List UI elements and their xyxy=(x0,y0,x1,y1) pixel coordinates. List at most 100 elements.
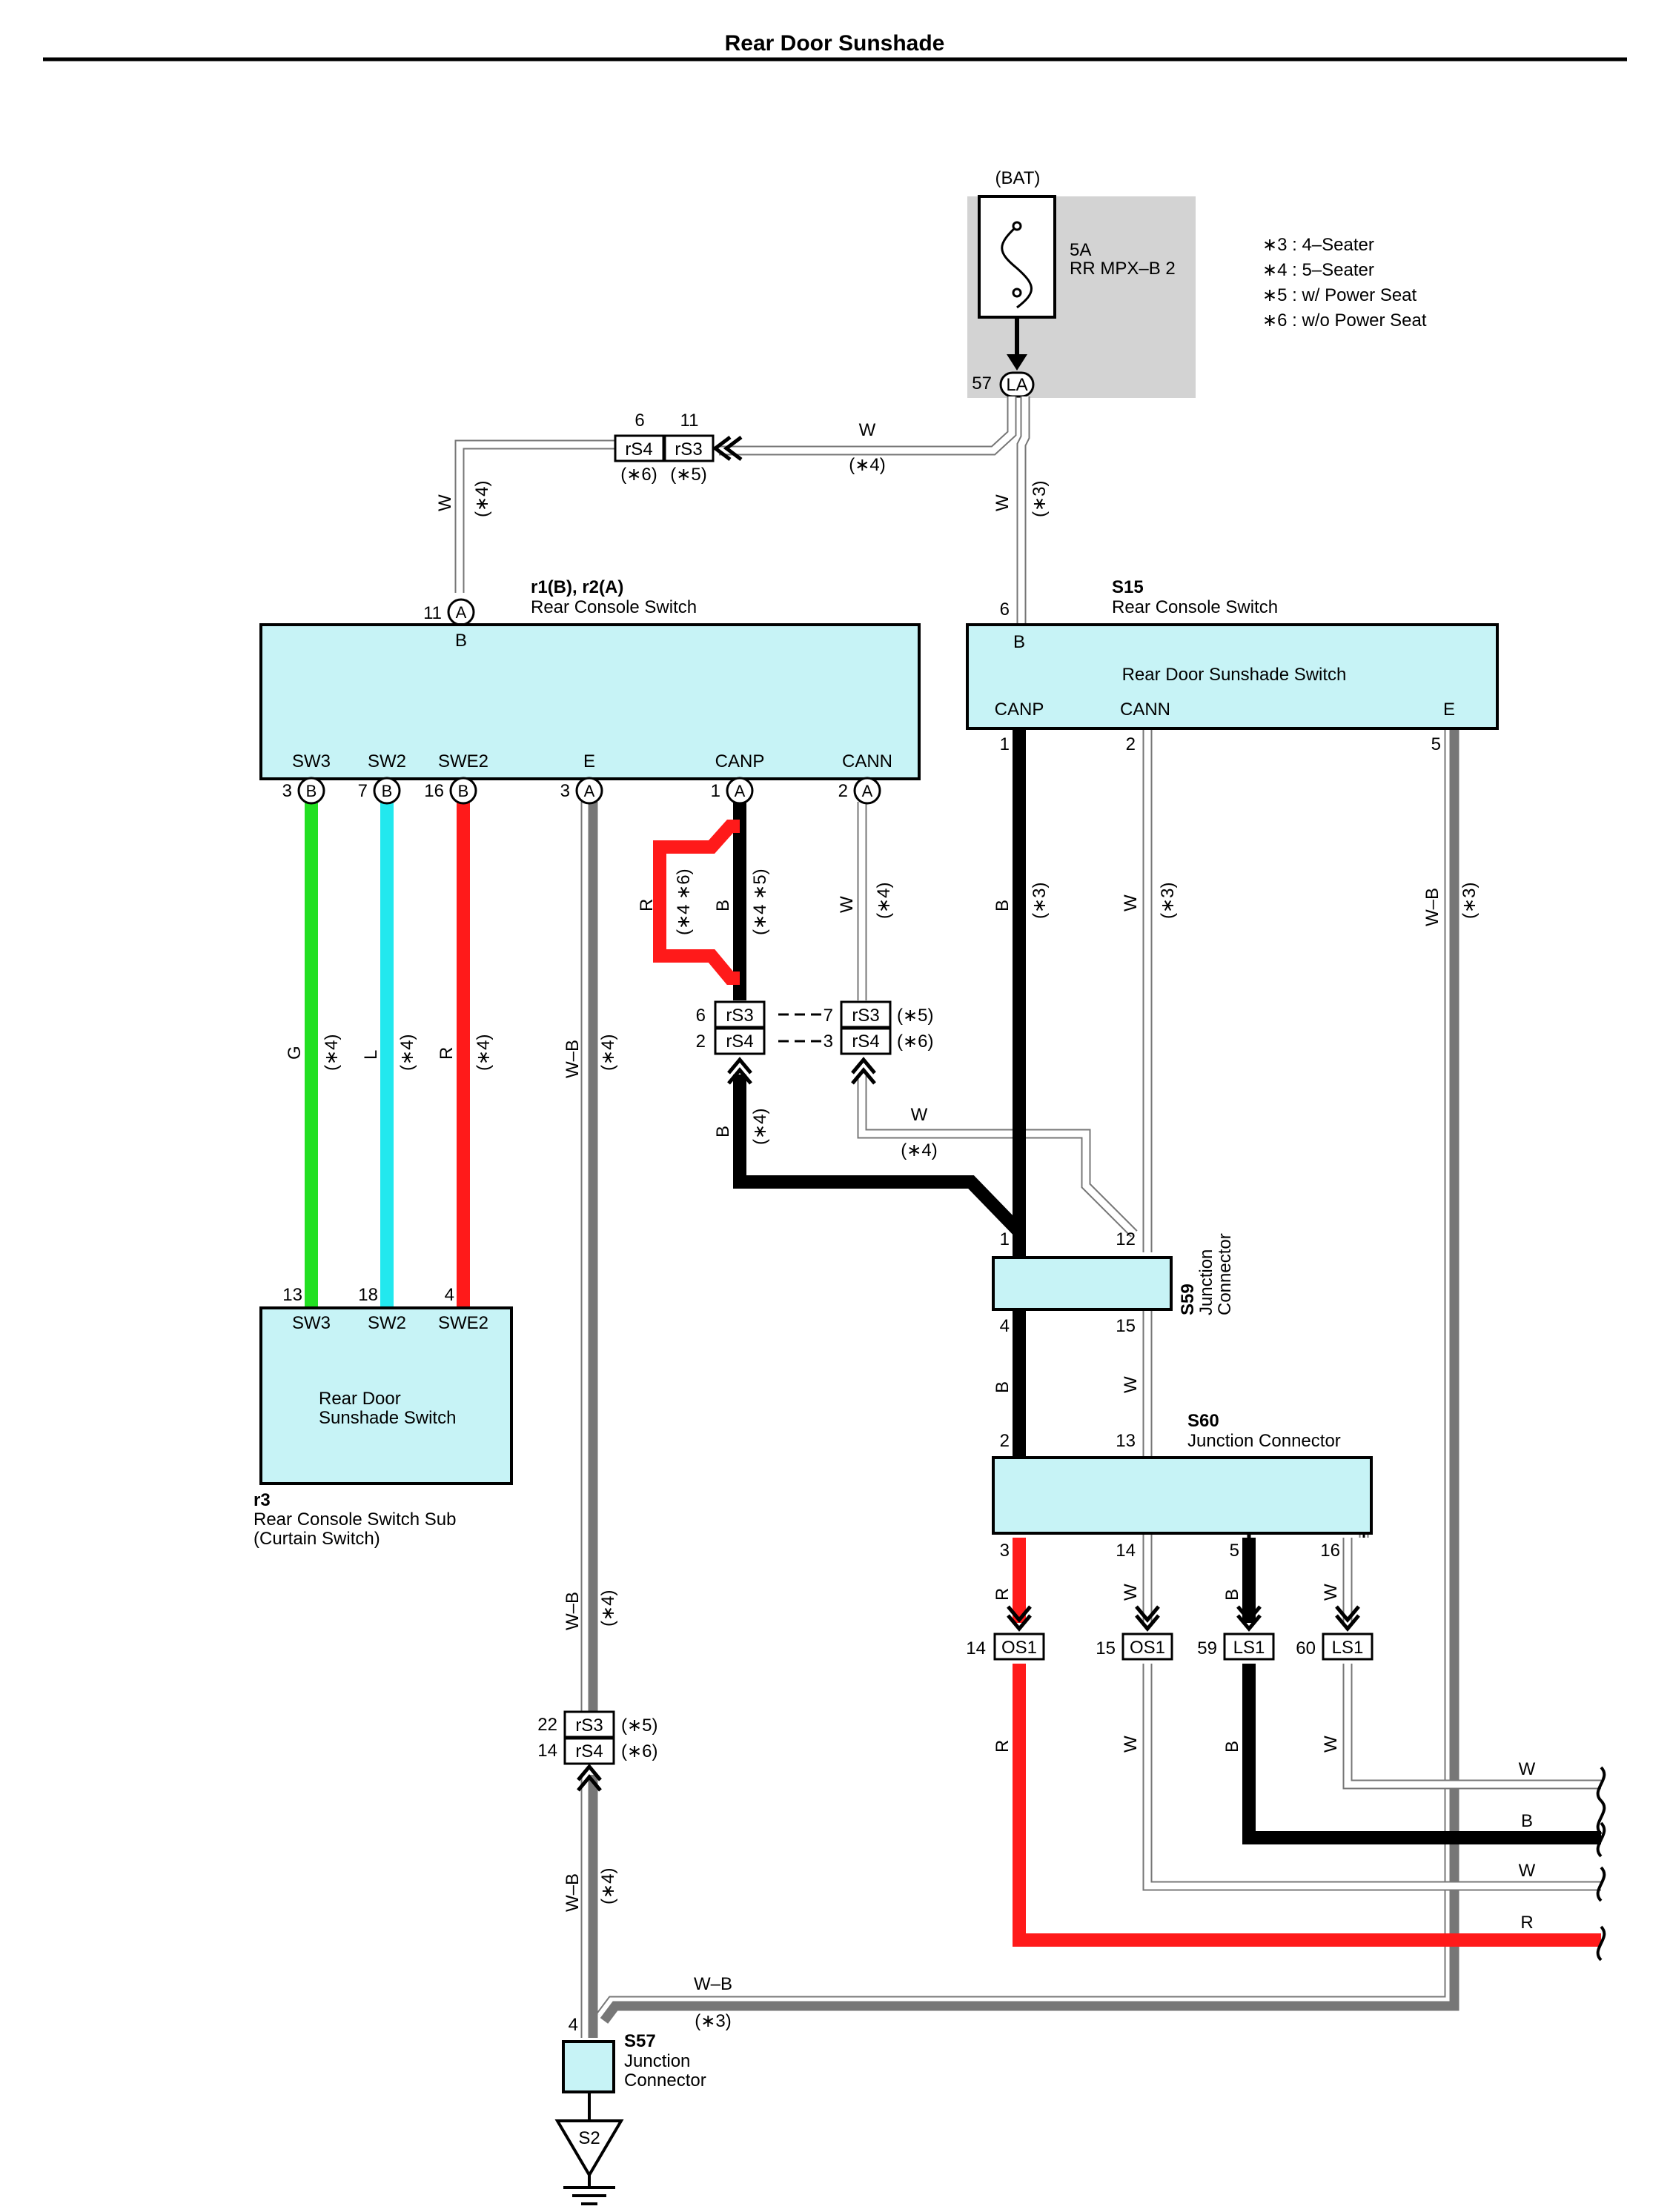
r1-pin-label-e: E xyxy=(583,751,595,771)
s15-pin-num-1: 1 xyxy=(1000,734,1010,754)
lbl-os1-w: W xyxy=(1121,1736,1141,1753)
lbl-s60-r: R xyxy=(993,1588,1013,1601)
mid-right-pin-2: 3 xyxy=(824,1032,833,1052)
r1-body xyxy=(259,623,921,780)
lbl-wb-3-n4: (∗4) xyxy=(598,1868,618,1904)
low-note-1: (∗5) xyxy=(621,1716,657,1736)
lbl-g-n4: (∗4) xyxy=(322,1034,342,1071)
lbl-ls1-w: W xyxy=(1321,1736,1341,1753)
colored-wires xyxy=(305,730,1601,1947)
ls1-b-box xyxy=(1322,1633,1374,1661)
lbl-top-n4: (∗4) xyxy=(849,455,885,475)
r3-rear-console-switch-sub: 13 18 4 SW3 SW2 SWE2 Rear Door Sunshade … xyxy=(254,1285,513,1549)
top-rs3-pin: 11 xyxy=(680,411,699,431)
mid-right-rs4-label: rS4 xyxy=(852,1032,879,1052)
top-rs4-rs3-connector: 6 11 rS4 rS3 (∗6) (∗5) xyxy=(614,411,743,485)
lbl-loop-r: R xyxy=(637,899,657,911)
mid-right-chevron-icon xyxy=(851,1057,876,1085)
s59-name1: Junction xyxy=(1196,1249,1216,1315)
lbl-os1-r: R xyxy=(993,1740,1013,1753)
r1-conn-1 xyxy=(297,777,325,805)
s15-inner: Rear Door Sunshade Switch xyxy=(1122,665,1347,685)
lbl-left-n4: (∗4) xyxy=(472,481,492,517)
top-note-6: (∗6) xyxy=(620,465,657,485)
legend-3: ∗3 : 4–Seater xyxy=(1262,235,1374,255)
r1-id: r1(B), r2(A) xyxy=(531,577,623,597)
fuse-conn-LA xyxy=(999,371,1035,398)
s60-pin-16: 16 xyxy=(1320,1541,1340,1561)
top-rs4-pin: 6 xyxy=(634,411,644,431)
top-rs4-box xyxy=(614,434,665,462)
low-pin-1: 22 xyxy=(537,1715,557,1735)
lbl-wb-1: W–B xyxy=(563,1040,583,1078)
os1-a-chevron-icon xyxy=(1007,1605,1032,1632)
r3-body xyxy=(259,1306,513,1485)
r1-top-pin: 11 xyxy=(423,603,442,623)
fuse-element-icon xyxy=(1001,225,1033,309)
page-title: Rear Door Sunshade xyxy=(725,31,945,56)
mid-right-rs3-label: rS3 xyxy=(852,1006,879,1026)
top-rs3-label: rS3 xyxy=(675,439,702,459)
r1-conn-6 xyxy=(853,777,881,805)
r3-pin-num-1: 13 xyxy=(282,1285,302,1305)
top-rs3-box xyxy=(663,434,715,462)
lbl-canp-b: B xyxy=(713,900,733,911)
s59-name2: Connector xyxy=(1215,1233,1235,1315)
s59-pin-15: 15 xyxy=(1116,1316,1136,1336)
low-rs3 xyxy=(563,1710,615,1738)
mid-connectors: 6 2 rS3 rS4 7 3 rS3 rS4 (∗5) (∗6) xyxy=(696,1000,933,1085)
r1-conn-4 xyxy=(575,777,603,805)
wire-break-icons xyxy=(1596,1766,1606,1962)
mid-left-pin-2: 2 xyxy=(696,1032,706,1052)
lbl-l-n4: (∗4) xyxy=(397,1034,417,1071)
lbl-top-w: W xyxy=(859,420,876,440)
low-connectors: 22 14 rS3 rS4 (∗5) (∗6) xyxy=(537,1710,657,1792)
r1-conn-4-label: A xyxy=(584,782,595,800)
mid-right-rs4 xyxy=(840,1027,892,1055)
fuse-terminal-top xyxy=(1012,221,1022,231)
s15-id: S15 xyxy=(1112,577,1144,597)
lbl-s15-w-n3: (∗3) xyxy=(1158,883,1178,919)
r1-pin-label-canp: CANP xyxy=(715,751,765,771)
mid-left-chevron-icon xyxy=(727,1057,752,1085)
ls1-a-label: LS1 xyxy=(1233,1638,1265,1658)
r1-pin-label-sw2: SW2 xyxy=(368,751,406,771)
lbl-canp-n45: (∗4 ∗5) xyxy=(750,868,770,935)
s15-body xyxy=(966,623,1499,730)
top-conn-chevron-icon xyxy=(712,436,743,461)
r1-label-b: B xyxy=(455,631,467,651)
bottom-connector-row: 14 OS1 15 OS1 59 LS1 60 LS1 xyxy=(966,1605,1374,1661)
r1-pin-label-swe2: SWE2 xyxy=(438,751,488,771)
s15-rear-console-switch: S15 Rear Console Switch 6 B Rear Door Su… xyxy=(966,577,1499,754)
s60-pin-2: 2 xyxy=(1000,1431,1010,1451)
s60-id: S60 xyxy=(1187,1411,1219,1431)
lbl-end-w2: W xyxy=(1519,1861,1536,1881)
lbl-r: R xyxy=(437,1047,457,1060)
wire-labels: W (∗4) W (∗4) W (∗3) G (∗4) L (∗4) R (∗4… xyxy=(285,420,1536,2031)
mid-left-rs4 xyxy=(714,1027,766,1055)
s60-body xyxy=(992,1456,1373,1535)
mid-right-note-1: (∗5) xyxy=(897,1006,933,1026)
r1-pin-num-5: 1 xyxy=(711,781,720,801)
lbl-l: L xyxy=(361,1050,381,1060)
r1-conn-6-label: A xyxy=(862,782,873,800)
r1-pin-num-3: 16 xyxy=(424,781,444,801)
s59-body xyxy=(992,1256,1173,1311)
lbl-rs4-n4: (∗4) xyxy=(750,1109,770,1145)
low-note-2: (∗6) xyxy=(621,1741,657,1761)
lbl-g: G xyxy=(285,1046,305,1060)
ls1-b-chevron-icon xyxy=(1335,1605,1360,1632)
s59-pin-4: 4 xyxy=(1000,1316,1010,1336)
r3-pin-num-2: 18 xyxy=(358,1285,378,1305)
lbl-s15-wb: W–B xyxy=(1422,888,1442,926)
r1-conn-2 xyxy=(373,777,401,805)
r1-conn-2-label: B xyxy=(382,782,393,800)
r1-conn-5-label: A xyxy=(735,782,746,800)
top-note-5: (∗5) xyxy=(670,465,706,485)
r3-inner-1: Rear Door xyxy=(319,1389,401,1409)
top-rs4-label: rS4 xyxy=(625,439,652,459)
lbl-s59-w: W xyxy=(1121,1376,1141,1393)
r1-pin-num-1: 3 xyxy=(282,781,292,801)
r3-inner-2: Sunshade Switch xyxy=(319,1408,456,1428)
